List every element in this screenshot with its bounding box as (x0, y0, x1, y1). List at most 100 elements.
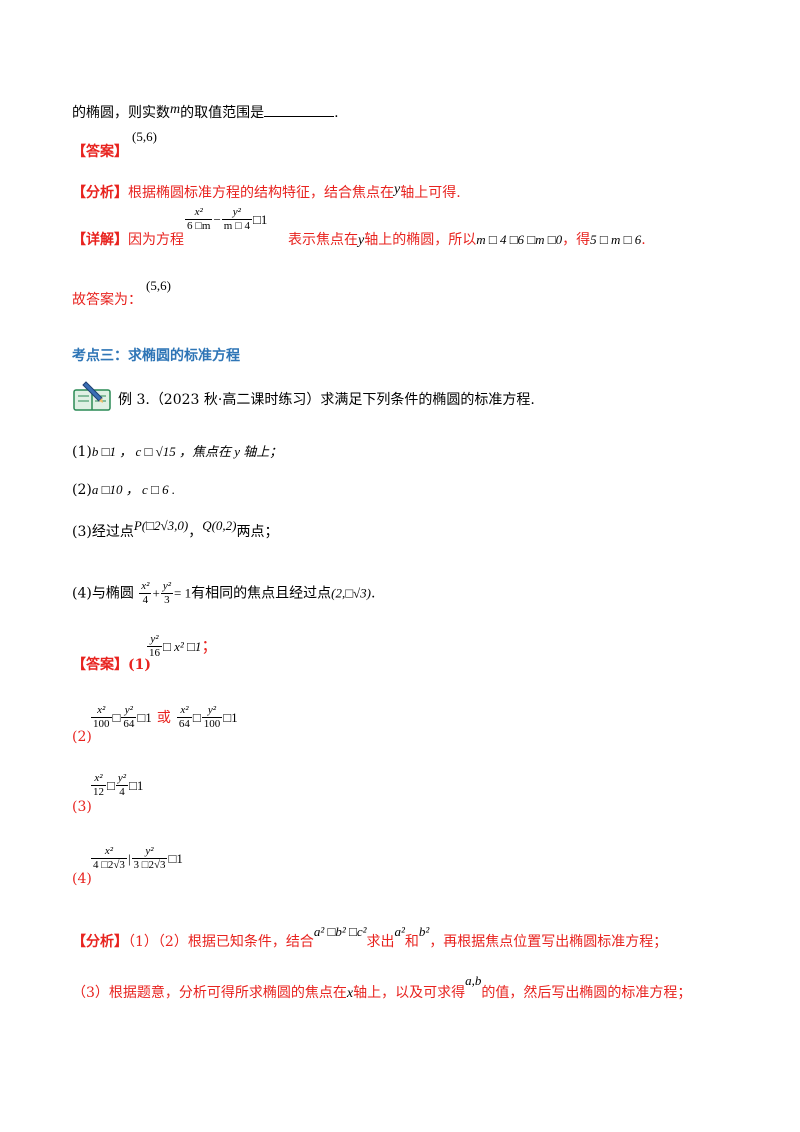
detail-text-4: ，得 (562, 232, 591, 248)
answer-label: 【答案】 (72, 657, 128, 673)
variable-x: x (346, 986, 354, 1001)
frac-den: 64 (123, 718, 135, 730)
frac-den: 4 □2√3 (93, 859, 125, 871)
condition-1: (1)b □1 ， c □ √15 ，焦点在 y 轴上； (72, 442, 282, 462)
period: . (334, 105, 339, 121)
condition: m □ 4 □6 □m □0 (476, 232, 563, 247)
frac-num: y² (121, 704, 137, 718)
detail-text: 因为方程 (128, 232, 184, 248)
equals-one: = 1 (174, 585, 192, 601)
analysis-label: 【分析】 (72, 934, 128, 950)
answer-3-line-2: (2) (72, 727, 92, 747)
question-tail: 的椭圆，则实数m的取值范围是. (72, 102, 339, 124)
frac-den: 3 (164, 594, 170, 606)
condition-text: b □1 ， c □ √15 ，焦点在 y 轴上； (91, 444, 283, 459)
frac-num: x² (91, 845, 127, 859)
condition-end: . (371, 585, 376, 602)
point-p: P(□2√3,0) (133, 518, 189, 533)
a-squared: a² (394, 924, 405, 939)
condition-num: (3) (72, 524, 92, 540)
period: . (641, 232, 646, 248)
equals-one: □1 (253, 212, 268, 227)
b-squared: b² (418, 924, 430, 939)
answer-num: (1) (128, 657, 151, 673)
condition-text: 与椭圆 (91, 585, 134, 602)
detail-text-2: 表示焦点在 (288, 232, 358, 248)
analysis-text-2: 轴上可得. (400, 185, 461, 201)
example-label: 例 3. (118, 392, 150, 408)
frac1-den: 6 □m (187, 220, 211, 232)
analysis-text-b: 求出 (366, 934, 395, 950)
frac-num: y² (201, 704, 223, 718)
answer-line-1: 【答案】 (72, 142, 128, 162)
analysis-text-2: （3）根据题意，分析可得所求椭圆的焦点在 (72, 985, 347, 1001)
frac-num: x² (91, 704, 112, 718)
analysis-text: （1）（2）根据已知条件，结合 (128, 934, 314, 950)
point: (2,□√3) (331, 585, 372, 601)
book-pencil-icon (72, 378, 112, 412)
frac1-num: x² (185, 206, 213, 220)
relation: a² □b² □c² (313, 924, 367, 939)
condition-num: (4) (72, 585, 92, 602)
analysis-label: 【分析】 (72, 185, 128, 201)
detail-text-3: 轴上的椭圆，所以 (364, 232, 477, 248)
separator: ， (188, 524, 203, 540)
analysis-text-2b: 轴上，以及可求得 (353, 985, 466, 1001)
analysis-3-line-2: （3）根据题意，分析可得所求椭圆的焦点在x轴上，以及可求得a,b的值，然后写出椭… (72, 973, 691, 1004)
variable-y: y (394, 182, 401, 197)
condition-text: a □10 ， c □ 6 . (91, 482, 176, 497)
and-text: 和 (404, 934, 419, 950)
frac-num: x² (91, 772, 106, 786)
a-b: a,b (465, 973, 482, 988)
frac-den: 100 (93, 718, 110, 730)
detail-line-1: 【详解】因为方程 (72, 230, 184, 250)
analysis-3-line-1: 【分析】（1）（2）根据已知条件，结合a² □b² □c²求出a²和b²，再根据… (72, 924, 668, 952)
frac-num: y² (160, 580, 174, 594)
answer-num: (4) (72, 871, 92, 887)
answer-3-line-3: (3) (72, 797, 92, 817)
example-3: 例 3.（2023 秋·高二课时练习）求满足下列条件的椭圆的标准方程. (118, 390, 535, 410)
frac-num: y² (115, 772, 129, 786)
condition-num: (2) (72, 482, 92, 498)
question-text: 的椭圆，则实数 (72, 105, 170, 121)
analysis-text-c: ，再根据焦点位置写出椭圆标准方程； (429, 934, 668, 950)
point-q: Q(0,2) (202, 518, 237, 533)
condition-end: 两点； (236, 524, 279, 540)
condition-text-2: 有相同的焦点且经过点 (191, 585, 332, 602)
answer-3-line-4: (4) (72, 869, 92, 889)
detail-label: 【详解】 (72, 232, 128, 248)
frac-num: y² (147, 633, 162, 647)
frac-num: x² (176, 704, 192, 718)
frac-den: 64 (178, 718, 190, 730)
example-text: 求满足下列条件的椭圆的标准方程. (320, 392, 535, 408)
frac-den: 100 (203, 718, 221, 730)
variable-m: m (170, 102, 181, 117)
or-text: 或 (156, 710, 171, 726)
answer-value-1: (5,6) (132, 129, 157, 144)
frac-den: 4 (119, 786, 125, 798)
semicolon: ； (201, 636, 218, 655)
frac2-den: m □ 4 (223, 220, 250, 232)
frac-den: 3 □2√3 (133, 859, 166, 871)
final-text: 故答案为： (72, 292, 142, 308)
answer-3-line-1: 【答案】(1) (72, 655, 151, 675)
example-source: （2023 秋·高二课时练习） (149, 392, 321, 408)
answer-label: 【答案】 (72, 144, 128, 160)
